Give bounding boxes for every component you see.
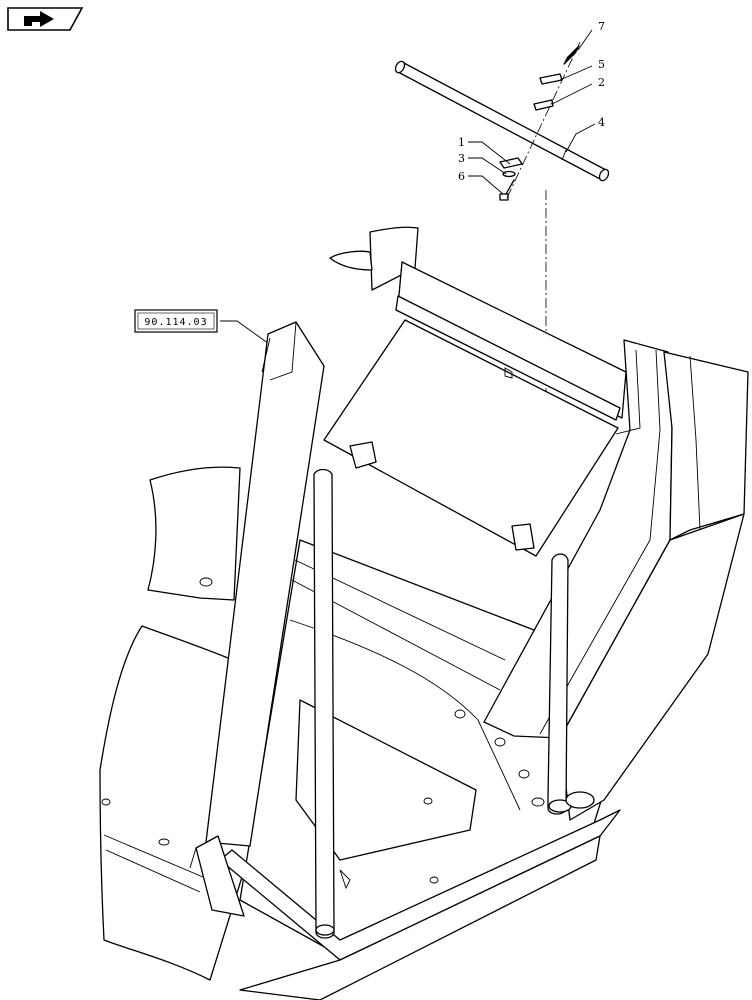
arrow-right-icon [24,11,54,27]
callout-3: 3 [458,152,465,165]
callout-7: 7 [598,20,605,33]
reference-label: 90.114.03 [144,317,207,328]
leader-lines [220,29,596,347]
callout-2: 2 [598,76,605,89]
callout-5: 5 [598,58,605,71]
callout-4: 4 [598,116,605,129]
callout-1: 1 [458,136,465,149]
rod-assembly [394,60,610,182]
cab-structure [99,226,749,1000]
reference-link[interactable]: 90.114.03 [134,309,218,333]
nav-arrow-button[interactable] [7,7,84,31]
axis-line-upper [505,41,581,201]
callout-6: 6 [458,170,465,183]
hardware-stack [499,45,580,201]
